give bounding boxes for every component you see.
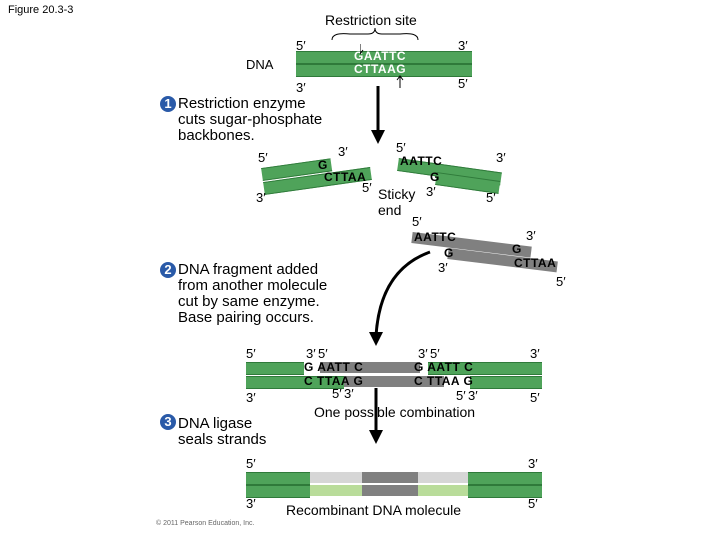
left-frag-bottom-5-label: 5′ [362,180,372,195]
dna-top-strand [296,51,472,64]
left-frag-top-seq: G [318,158,328,172]
pair-5-label-right: 5′ [530,390,540,405]
recomb-top-seg4 [418,472,468,483]
incoming-bottom-3-label: 3′ [438,260,448,275]
pair-3-label-right: 3′ [530,346,540,361]
recomb-bottom-seg4 [418,485,468,496]
incoming-top-seq: AATTC [414,230,457,244]
dna-label: DNA [246,57,274,72]
pair-bottom-strand-right [470,376,542,389]
right-frag-bottom-3-label: 3′ [426,184,436,199]
step-2-line4: Base pairing occurs. [178,309,314,326]
recomb-top-seg3 [362,472,418,483]
dna-top-sequence: GAATTC [354,49,407,63]
cut-arrows [360,44,404,88]
pair-bottom-strand-left [246,376,344,389]
recomb-bottom-seg5 [468,485,542,498]
pair1-top-seq: G AATT C [304,360,364,374]
pair1-5-label: 5′ [318,346,328,361]
pair-top-strand-right [428,362,542,375]
dna-bottom-strand [296,64,472,77]
step-2-badge: 2 [160,262,176,278]
recombinant-label: Recombinant DNA molecule [286,502,462,518]
left-frag-bottom-seq: CTTAA [324,170,367,184]
pair-3-label-left: 3′ [246,390,256,405]
step-2-line1: DNA fragment added [178,261,319,278]
dna-bottom-sequence: CTTAAG [354,62,407,76]
pair2-bottom-3-label: 3′ [468,388,478,403]
sticky-end-line1: Sticky [378,186,416,202]
pair1-bottom-5-label: 5′ [332,386,342,401]
pair-top-strand-mid [320,362,420,373]
incoming-bottom-5-label: 5′ [556,274,566,289]
recombinant-3-label-left: 3′ [246,496,256,511]
right-frag-bottom-seq: G [430,170,440,184]
recomb-bottom-seg2 [310,485,362,496]
recomb-top-seg2 [310,472,362,483]
left-frag-3-label: 3′ [338,144,348,159]
recomb-bottom-seg3 [362,485,418,496]
step-3-badge: 3 [160,414,176,430]
left-frag-5-label: 5′ [258,150,268,165]
sticky-end-line2: end [378,202,402,218]
recomb-top-seg5 [468,472,542,485]
pair2-bottom-5-label: 5′ [456,388,466,403]
flow-arrow-2 [369,388,383,444]
curved-arrow [369,250,431,346]
recomb-top-seg1 [246,472,310,485]
step-1-line1: Restriction enzyme [178,95,306,112]
step-3-line2: seals strands [178,431,267,448]
pair1-bottom-3-label: 3′ [344,386,354,401]
combination-label: One possible combination [314,404,476,420]
dna-top-3-label: 3′ [458,38,468,53]
dna-bottom-3-label: 3′ [296,80,306,95]
figure-label: Figure 20.3-3 [8,4,74,16]
pair-5-label-left: 5′ [246,346,256,361]
step-1-badge: 1 [160,96,176,112]
recombinant-5-label-left: 5′ [246,456,256,471]
right-frag-bottom-5-label: 5′ [486,190,496,205]
incoming-right-top-seq: G [512,242,522,256]
restriction-site-bracket [331,28,419,41]
pair2-3-label: 3′ [418,346,428,361]
pair-top-strand-left [246,362,304,375]
right-frag-5-label: 5′ [396,140,406,155]
pair-bottom-strand-mid [344,376,444,387]
right-frag-top-seq: AATTC [400,154,443,168]
step-1-line3: backbones. [178,127,255,144]
dna-bottom-5-label: 5′ [458,76,468,91]
step-1-line2: cuts sugar-phosphate [178,111,323,128]
dna-top-5-label: 5′ [296,38,306,53]
step-2-line3: cut by same enzyme. [178,293,320,310]
recomb-bottom-seg1 [246,485,310,498]
pair2-top-seq: G AATT C [414,360,474,374]
recombinant-5-label-right: 5′ [528,496,538,511]
pair1-bottom-seq: C TTAA G [304,374,364,388]
copyright-text: © 2011 Pearson Education, Inc. [156,520,255,527]
pair2-5-label: 5′ [430,346,440,361]
pair1-3-label: 3′ [306,346,316,361]
flow-arrow-1 [371,86,385,144]
step-2-line2: from another molecule [178,277,328,294]
pair2-bottom-seq: C TTAA G [414,374,474,388]
incoming-5-label: 5′ [412,214,422,229]
incoming-right-bottom-seq: CTTAA [514,256,557,270]
recombinant-3-label-right: 3′ [528,456,538,471]
incoming-3-label: 3′ [526,228,536,243]
right-frag-3-label: 3′ [496,150,506,165]
incoming-mid-seq: G [444,246,454,260]
restriction-site-label: Restriction site [325,12,417,28]
left-frag-bottom-3-label: 3′ [256,190,266,205]
step-3-line1: DNA ligase [178,415,253,432]
